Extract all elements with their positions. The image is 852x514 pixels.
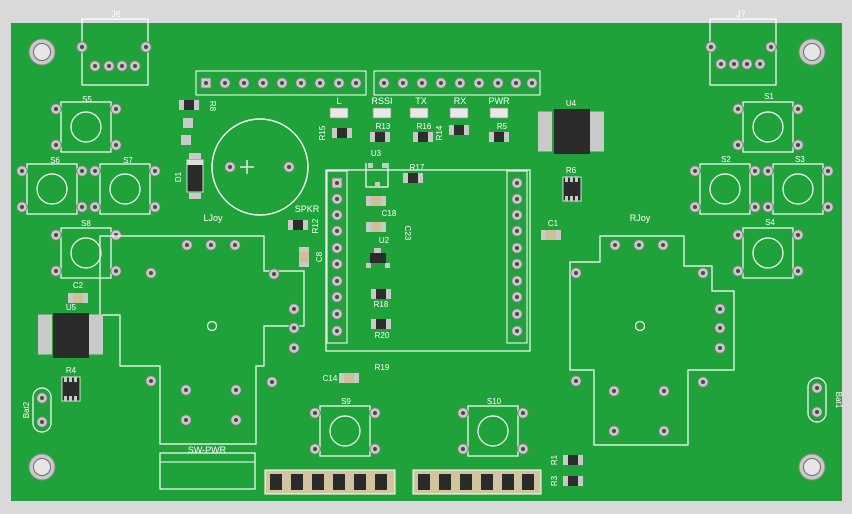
pin-header-left xyxy=(264,469,396,495)
power-switch: SW-PWR xyxy=(159,445,256,490)
ic-u3: U3 xyxy=(365,149,389,188)
resistor-r4-label: R4 xyxy=(66,366,77,375)
resistor-r3-label: R3 xyxy=(550,475,559,486)
pin-header-right xyxy=(412,469,542,495)
mounting-hole xyxy=(798,38,826,66)
resistor-r16-label: R16 xyxy=(417,122,432,131)
joystick-right: RJoy xyxy=(569,213,735,446)
switch-s6-label: S6 xyxy=(50,156,60,165)
resistor-r18 xyxy=(371,289,391,299)
capacitor-c18 xyxy=(366,196,386,206)
switch-s2-label: S2 xyxy=(721,155,731,164)
connector-j7: J7 xyxy=(705,9,777,86)
resistor-r8-label: R8 xyxy=(208,101,217,112)
resistor-r17 xyxy=(403,173,423,183)
battery-bat1: Bat1 xyxy=(807,377,843,423)
switch-s5-label: S5 xyxy=(82,95,92,104)
led-tx xyxy=(409,107,429,119)
capacitor-c1-label: C1 xyxy=(548,219,559,228)
battery-bat1-label: Bat1 xyxy=(834,392,843,409)
resistor-r15-label: R15 xyxy=(318,125,327,140)
mounting-hole xyxy=(28,38,56,66)
ic-u3-label: U3 xyxy=(371,149,382,158)
led-tx-label: TX xyxy=(415,96,427,106)
ic-u5-label: U5 xyxy=(66,303,77,312)
led-l xyxy=(329,107,349,119)
ic-u4-label: U4 xyxy=(566,99,577,108)
led-rssi xyxy=(372,107,392,119)
resistor-r14-label: R14 xyxy=(435,125,444,140)
connector-j7-label: J7 xyxy=(736,9,746,19)
battery-bat2-label: Bat2 xyxy=(22,401,31,418)
resistor-r14 xyxy=(449,125,469,135)
led-rx-label: RX xyxy=(454,96,467,106)
led-rx xyxy=(449,107,469,119)
led-pwr xyxy=(489,107,509,119)
resistor-r6-label: R6 xyxy=(566,166,577,175)
resistor-r18-label: R18 xyxy=(374,300,389,309)
resistor-r16 xyxy=(413,132,433,142)
resistor-r6: R6 xyxy=(562,166,582,202)
resistor-r4: R4 xyxy=(61,366,81,402)
capacitor-c1 xyxy=(541,230,561,240)
resistor-r5 xyxy=(489,132,509,142)
capacitor-c14 xyxy=(339,373,359,383)
capacitor-c23 xyxy=(366,222,386,232)
ic-u2: U2 xyxy=(366,236,390,268)
ic-u4: U4 xyxy=(538,99,604,154)
resistor-r20-label: R20 xyxy=(375,331,390,340)
led-l-label: L xyxy=(336,96,341,106)
battery-bat2: Bat2 xyxy=(22,387,52,433)
joystick-right-label: RJoy xyxy=(630,213,651,223)
switch-s4-label: S4 xyxy=(765,218,775,227)
switch-s3-label: S3 xyxy=(795,155,805,164)
resistor-r13 xyxy=(370,132,390,142)
resistor-r19-label: R19 xyxy=(375,363,390,372)
resistor-r1 xyxy=(563,455,583,465)
capacitor-c8 xyxy=(299,247,309,267)
capacitor-c23-label: C23 xyxy=(403,226,412,241)
resistor-r3 xyxy=(563,476,583,486)
power-switch-label: SW-PWR xyxy=(188,445,227,455)
resistor-r12-label: R12 xyxy=(311,218,320,233)
joystick-left-label: LJoy xyxy=(203,213,223,223)
diode-d1-label: D1 xyxy=(174,171,183,182)
led-rssi-label: RSSI xyxy=(371,96,392,106)
resistor-r17-label: R17 xyxy=(410,163,425,172)
joystick-left: LJoy xyxy=(99,213,305,445)
resistor-r12 xyxy=(288,220,308,230)
microcontroller-module xyxy=(325,169,531,352)
capacitor-c2-label: C2 xyxy=(73,281,84,290)
pcb-board xyxy=(11,23,842,501)
ic-u5: U5 xyxy=(38,303,103,358)
switch-s10-label: S10 xyxy=(487,397,502,406)
resistor-r1-label: R1 xyxy=(550,454,559,465)
capacitor-c8-label: C8 xyxy=(315,251,324,262)
led-pwr-label: PWR xyxy=(489,96,510,106)
switch-s8-label: S8 xyxy=(81,219,91,228)
resistor-r13-label: R13 xyxy=(376,122,391,131)
capacitor-c14-label: C14 xyxy=(323,374,338,383)
capacitor-c2 xyxy=(68,293,88,303)
buzzer-spkr: SPKR xyxy=(211,118,320,216)
capacitor-c18-label: C18 xyxy=(382,209,397,218)
mounting-hole xyxy=(28,453,56,481)
header-row-top xyxy=(195,70,541,96)
resistor-r20 xyxy=(371,319,391,329)
switch-s7-label: S7 xyxy=(123,156,133,165)
switch-s9-label: S9 xyxy=(341,397,351,406)
switch-s1-label: S1 xyxy=(764,92,774,101)
diode-d1: D1 xyxy=(174,118,204,199)
mounting-hole xyxy=(798,453,826,481)
connector-j6-label: J6 xyxy=(111,9,121,19)
resistor-r5-label: R5 xyxy=(497,122,508,131)
resistor-r8 xyxy=(179,100,199,110)
connector-j6: J6 xyxy=(76,9,152,86)
buzzer-spkr-label: SPKR xyxy=(295,204,320,214)
resistor-r15 xyxy=(332,128,352,138)
ic-u2-label: U2 xyxy=(379,236,390,245)
